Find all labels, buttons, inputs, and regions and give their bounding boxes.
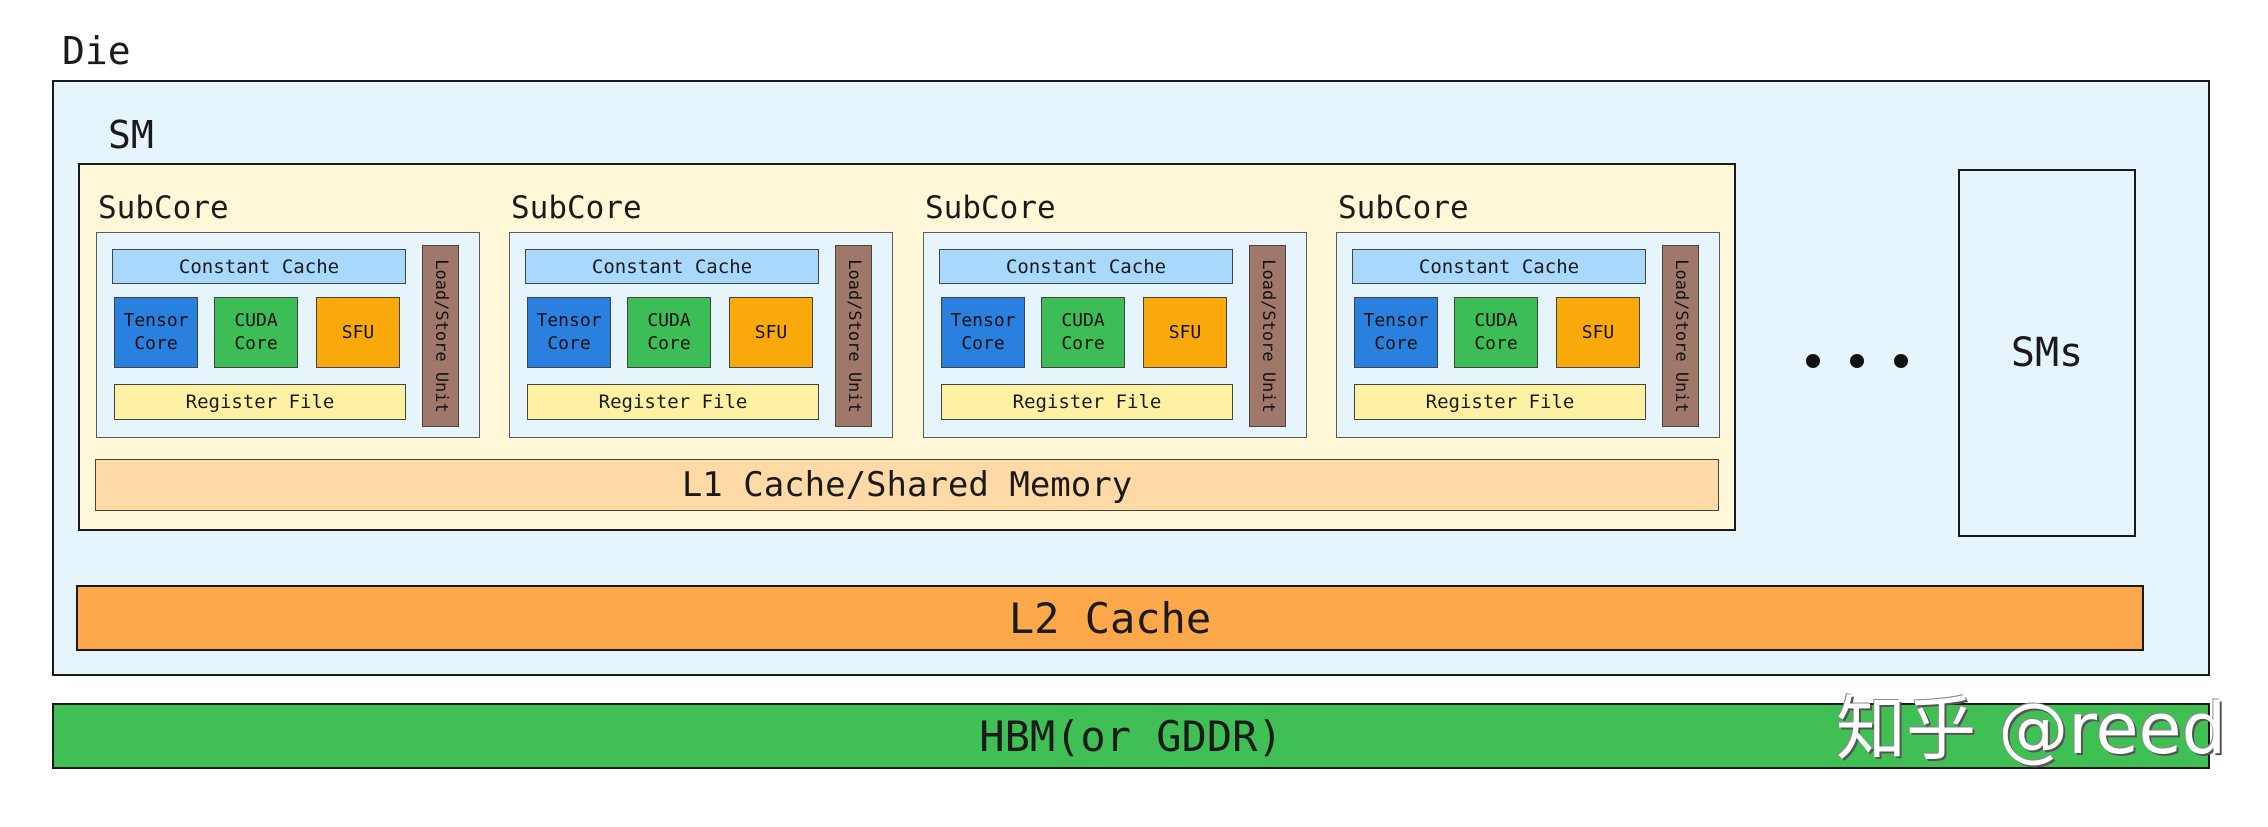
sfu-unit: SFU [729,297,813,368]
register-file: Register File [941,384,1233,420]
subcore-label: SubCore [511,190,642,226]
l2-cache: L2 Cache [76,585,2144,651]
die-label: Die [62,29,131,73]
register-file: Register File [1354,384,1646,420]
subcore-label: SubCore [925,190,1056,226]
load-store-unit-label: Load/Store Unit [1257,259,1278,413]
load-store-unit-label: Load/Store Unit [843,259,864,413]
load-store-unit: Load/Store Unit [835,245,872,427]
constant-cache: Constant Cache [939,249,1233,284]
register-file: Register File [114,384,406,420]
subcore-label: SubCore [1338,190,1469,226]
hbm-memory: HBM(or GDDR) [52,703,2210,769]
constant-cache: Constant Cache [1352,249,1646,284]
dot [1806,354,1820,368]
sfu-unit: SFU [1143,297,1227,368]
load-store-unit: Load/Store Unit [422,245,459,427]
load-store-unit: Load/Store Unit [1249,245,1286,427]
load-store-unit-label: Load/Store Unit [430,259,451,413]
load-store-unit: Load/Store Unit [1662,245,1699,427]
sfu-unit: SFU [316,297,400,368]
load-store-unit-label: Load/Store Unit [1670,259,1691,413]
dot [1850,354,1864,368]
dot [1894,354,1908,368]
constant-cache: Constant Cache [525,249,819,284]
sfu-unit: SFU [1556,297,1640,368]
watermark: 知乎 @reed [1836,688,2227,770]
ellipsis-icon [1806,349,1908,373]
register-file: Register File [527,384,819,420]
l1-cache-shared-memory: L1 Cache/Shared Memory [95,459,1719,511]
sms-box: SMs [1958,169,2136,537]
subcore-label: SubCore [98,190,229,226]
constant-cache: Constant Cache [112,249,406,284]
sm-label: SM [108,113,154,157]
